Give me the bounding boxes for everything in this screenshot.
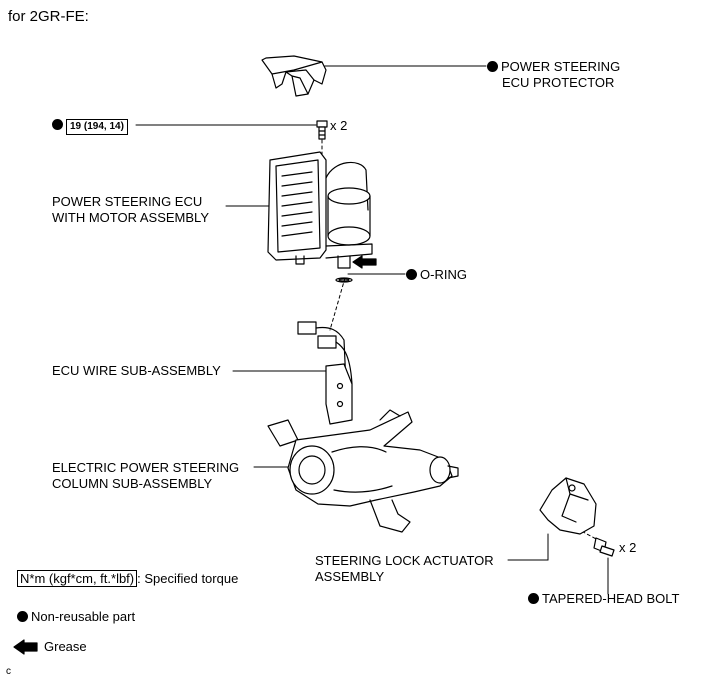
ecu-wire-drawing bbox=[297, 321, 353, 425]
non-reusable-icon bbox=[52, 119, 63, 130]
filled-circle-icon bbox=[17, 611, 28, 622]
non-reusable-icon bbox=[528, 593, 539, 604]
non-reusable-icon bbox=[487, 61, 498, 72]
page-title: for 2GR-FE: bbox=[8, 8, 89, 25]
oring-drawing bbox=[335, 277, 353, 283]
label-tapered-quantity: x 2 bbox=[619, 540, 637, 555]
tapered-bolt-drawing bbox=[593, 537, 615, 557]
label-oring: O-RING bbox=[406, 267, 467, 283]
non-reusable-icon bbox=[406, 269, 417, 280]
label-lock-line1: STEERING LOCK ACTUATOR bbox=[315, 553, 494, 568]
bolt-drawing bbox=[316, 120, 328, 140]
grease-arrow-drawing bbox=[352, 255, 377, 269]
legend-nonreusable: Non-reusable part bbox=[17, 609, 135, 625]
label-ecu-line2: WITH MOTOR ASSEMBLY bbox=[52, 210, 209, 225]
label-ecu-protector-line2: ECU PROTECTOR bbox=[502, 75, 615, 90]
label-torque: 19 (194, 14) bbox=[52, 117, 128, 135]
label-ecu-wire: ECU WIRE SUB-ASSEMBLY bbox=[52, 363, 221, 378]
label-bolt-quantity: x 2 bbox=[330, 118, 348, 133]
label-column-line1: ELECTRIC POWER STEERING bbox=[52, 460, 240, 475]
leader-lines bbox=[135, 65, 609, 595]
label-ecu-protector: POWER STEERING bbox=[487, 59, 620, 75]
ecu-motor-drawing bbox=[267, 151, 373, 269]
label-ecu-line1: POWER STEERING ECU bbox=[52, 194, 203, 209]
legend-torque: N*m (kgf*cm, ft.*lbf): Specified torque bbox=[17, 570, 238, 587]
figure-code: c bbox=[6, 666, 11, 677]
label-column-line2: COLUMN SUB-ASSEMBLY bbox=[52, 476, 213, 491]
label-tapered-bolt: TAPERED-HEAD BOLT bbox=[528, 591, 679, 607]
label-lock-line2: ASSEMBLY bbox=[315, 569, 385, 584]
legend-grease: Grease bbox=[44, 639, 87, 654]
steering-column-drawing bbox=[267, 409, 459, 533]
ecu-protector-drawing bbox=[261, 55, 327, 97]
torque-value-box: 19 (194, 14) bbox=[66, 119, 128, 135]
legend-torque-units-box: N*m (kgf*cm, ft.*lbf) bbox=[17, 570, 138, 587]
legend-grease-arrow-drawing bbox=[13, 639, 38, 655]
steering-lock-drawing bbox=[539, 477, 597, 535]
